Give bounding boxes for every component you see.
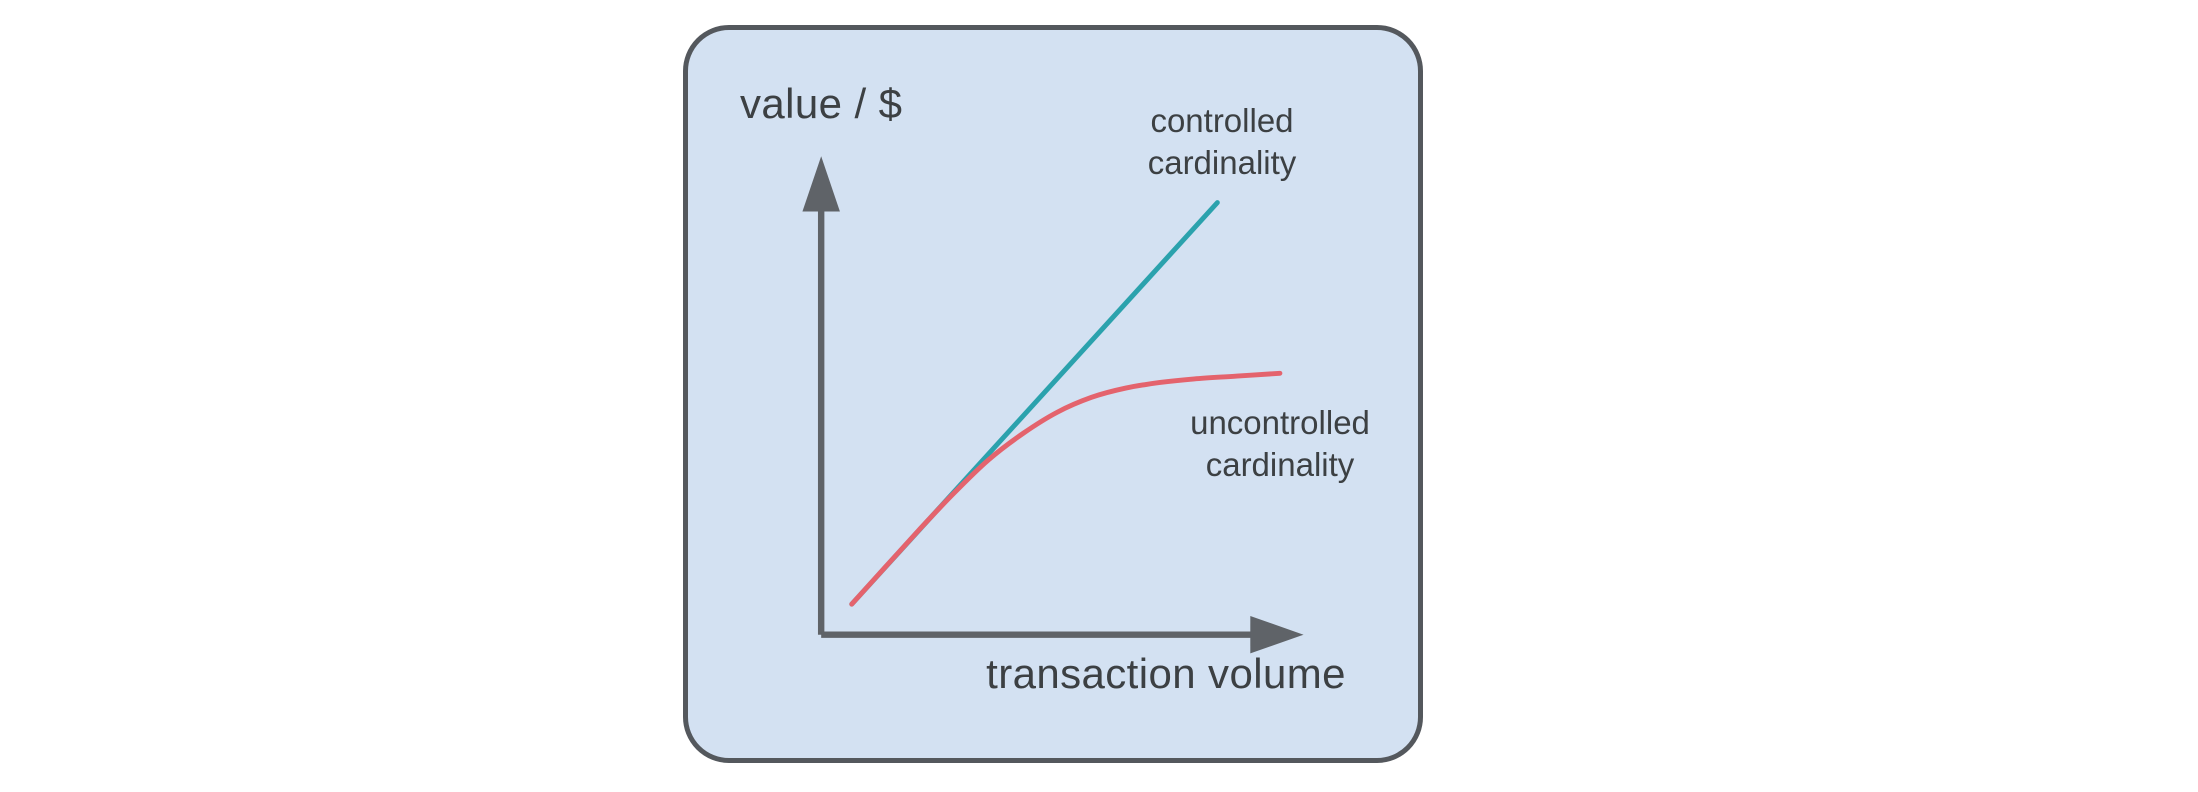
series-line-uncontrolled-cardinality — [849, 370, 1283, 607]
chart-card: value / $ controlled cardinality uncontr… — [683, 25, 1423, 763]
y-axis-arrowhead-icon — [802, 156, 840, 212]
series-label-controlled-cardinality: controlled cardinality — [1147, 102, 1297, 181]
x-axis-label: transaction volume — [986, 650, 1346, 697]
x-axis-arrowhead-icon — [1250, 615, 1304, 654]
series-label-uncontrolled-cardinality: uncontrolled cardinality — [1190, 404, 1370, 483]
y-axis-label: value / $ — [740, 80, 903, 127]
chart-plot-area — [802, 156, 1304, 654]
